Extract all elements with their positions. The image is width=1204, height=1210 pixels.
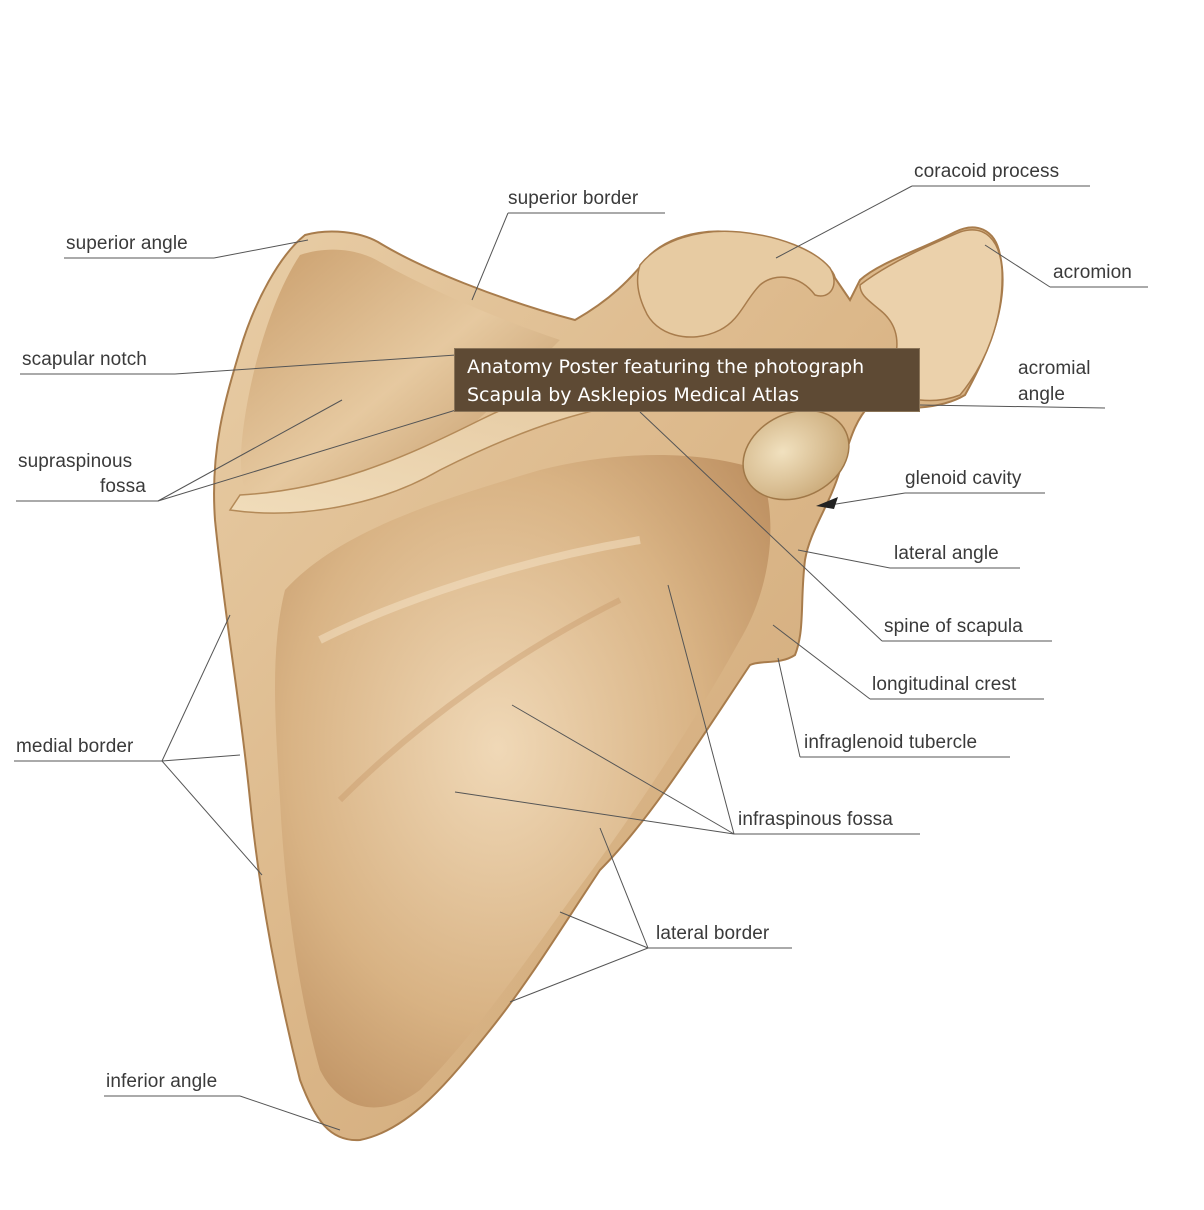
tooltip-line-2: Scapula by Asklepios Medical Atlas <box>467 384 800 406</box>
label-lateral-angle: lateral angle <box>894 543 999 564</box>
label-supraspinous-fossa-line1: supraspinous <box>18 451 133 472</box>
leader-superior-border <box>471 212 509 301</box>
leader-lateral-border <box>509 947 649 1003</box>
fossa-ridge <box>337 597 622 803</box>
label-lateral-border: lateral border <box>656 923 770 944</box>
leader-lateral-border <box>559 911 649 949</box>
leader-glenoid-cavity <box>829 492 906 506</box>
label-spine-of-scapula: spine of scapula <box>884 616 1023 637</box>
leader-lateral-angle <box>797 549 891 569</box>
label-superior-border: superior border <box>508 188 639 209</box>
leader-infraspinous-fossa <box>454 791 735 835</box>
label-acromial-angle-line1: acromial <box>1018 358 1091 379</box>
glenoid-arrow-icon <box>816 497 838 509</box>
leader-acromion <box>984 244 1051 288</box>
infraspinous-fossa-shape <box>275 455 771 1108</box>
leader-medial-border <box>161 760 263 876</box>
leader-spine-of-scapula <box>639 411 883 642</box>
leader-acromial-angle <box>919 404 1106 409</box>
label-longitudinal-crest: longitudinal crest <box>872 674 1017 695</box>
label-glenoid-cavity: glenoid cavity <box>905 468 1022 489</box>
tooltip-line-1: Anatomy Poster featuring the photograph <box>467 356 865 378</box>
leader-longitudinal-crest <box>772 624 871 700</box>
leader-infraglenoid-tubercle <box>777 657 801 758</box>
leader-infraspinous-fossa <box>667 584 735 835</box>
leader-superior-angle <box>213 239 309 259</box>
fossa-ridge <box>318 536 641 644</box>
label-coracoid-process: coracoid process <box>914 161 1060 182</box>
leader-medial-border <box>161 754 241 762</box>
label-scapular-notch: scapular notch <box>22 349 147 370</box>
label-supraspinous-fossa-line2: fossa <box>100 476 146 497</box>
leader-lateral-border <box>599 827 649 949</box>
coracoid-shape <box>636 230 835 338</box>
leader-inferior-angle <box>239 1095 341 1131</box>
leader-lines <box>14 185 1148 1131</box>
glenoid-shape <box>742 409 850 501</box>
label-infraspinous-fossa: infraspinous fossa <box>738 809 893 830</box>
label-medial-border: medial border <box>16 736 134 757</box>
leader-infraspinous-fossa <box>511 704 735 835</box>
leader-scapular-notch <box>174 354 457 375</box>
leader-supraspinous-fossa <box>157 409 457 502</box>
leader-medial-border <box>161 614 231 762</box>
label-acromion: acromion <box>1053 262 1132 283</box>
label-acromial-angle-line2: angle <box>1018 384 1065 405</box>
label-infraglenoid-tubercle: infraglenoid tubercle <box>804 732 978 753</box>
image-tooltip: Anatomy Poster featuring the photograph … <box>454 348 920 412</box>
label-inferior-angle: inferior angle <box>106 1071 218 1092</box>
leader-supraspinous-fossa <box>157 399 343 502</box>
supraspinous-fossa-shape <box>240 249 560 511</box>
leader-coracoid-process <box>775 185 913 259</box>
label-superior-angle: superior angle <box>66 233 188 254</box>
